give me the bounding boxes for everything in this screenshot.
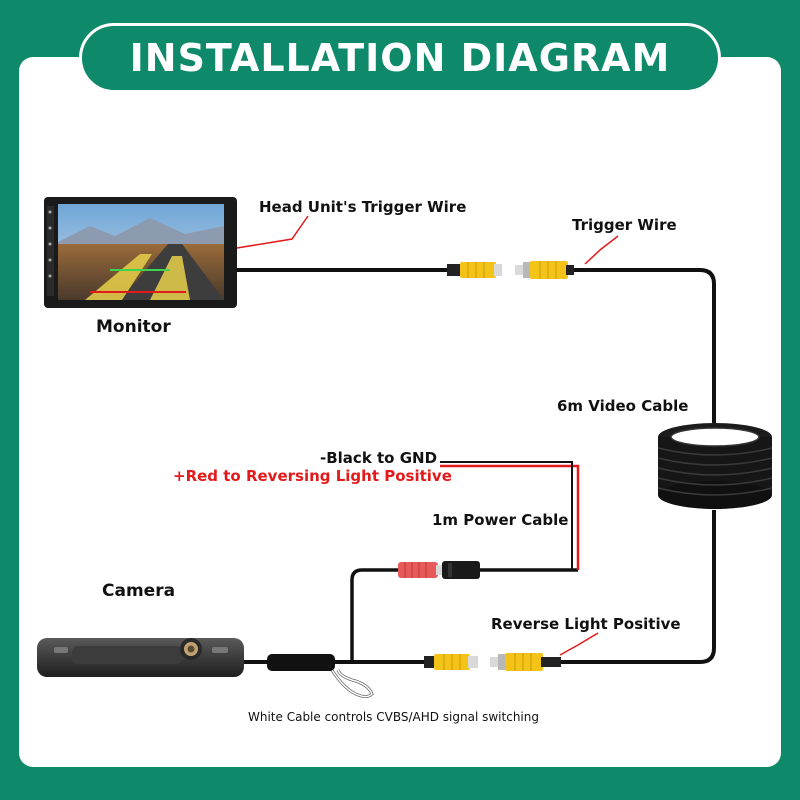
video-cable-label: 6m Video Cable [557,397,688,415]
white-switch-cable [326,663,374,699]
trigger-wire-pointer [584,235,619,265]
red-power-wire [440,464,580,570]
dc-power-connector [398,561,480,579]
main-video-cable [229,268,716,664]
red-positive-label: +Red to Reversing Light Positive [173,467,452,485]
head-unit-trigger-pointer [236,215,309,249]
head-unit-trigger-label: Head Unit's Trigger Wire [259,198,466,216]
white-cable-label: White Cable controls CVBS/AHD signal swi… [248,710,539,724]
monitor-label: Monitor [96,317,171,337]
rca-male-connector-bottom [490,653,561,671]
rca-female-connector-bottom [424,654,478,670]
title-banner: INSTALLATION DIAGRAM [79,23,721,93]
camera-unit [37,638,244,677]
video-cable-coil [657,423,773,509]
reverse-light-label: Reverse Light Positive [491,615,681,633]
trigger-wire-label: Trigger Wire [572,216,677,234]
power-cable-line [350,568,578,662]
camera-label: Camera [102,581,175,601]
reverse-light-pointer [559,632,599,656]
monitor-screen [44,197,237,308]
power-cable-label: 1m Power Cable [432,511,568,529]
black-gnd-wire [440,461,573,570]
rca-female-connector-top [447,262,502,278]
page-title: INSTALLATION DIAGRAM [129,36,671,80]
inline-module [267,654,335,671]
rca-male-connector-top [515,261,574,279]
black-gnd-label: -Black to GND [320,449,437,467]
